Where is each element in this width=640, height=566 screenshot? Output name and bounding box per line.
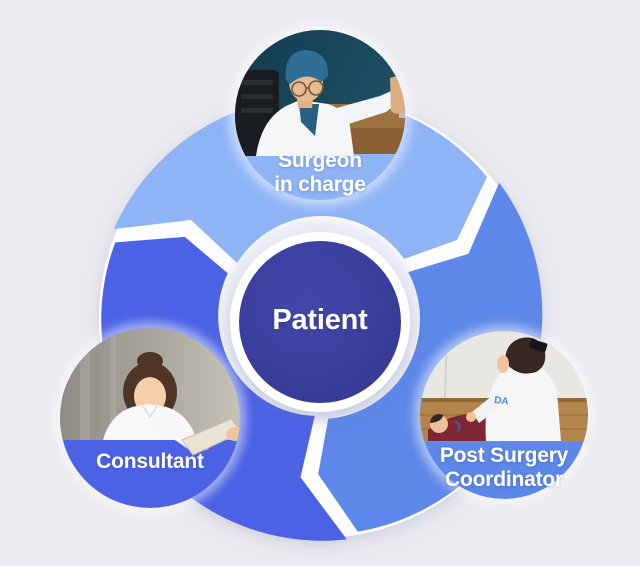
photo-wall-streak — [80, 328, 90, 440]
photo-nurse-hand — [466, 412, 476, 422]
photo-nurse-coat — [485, 361, 561, 441]
photo-hair-clip — [529, 339, 548, 352]
photo-white-coat — [256, 100, 354, 156]
photo-wall-streak — [110, 328, 116, 440]
photo-client-hand — [226, 427, 240, 441]
photo-scrub-top — [299, 104, 319, 136]
photo-chair-slat — [241, 94, 273, 99]
photo-hair-fringe — [132, 366, 168, 392]
photo-chair-slat — [241, 108, 273, 113]
photo-chair-slat — [241, 80, 273, 85]
patient-circle-disc — [239, 241, 401, 403]
photo-nurse-arm — [472, 392, 503, 423]
photo-scrub-cap — [285, 50, 329, 84]
photo-patient-hair — [430, 414, 443, 423]
center-ring-soft-shadow — [218, 220, 422, 424]
photo-monitor-wire — [454, 420, 461, 432]
photo-glasses — [291, 81, 307, 97]
photo-coat-badge-text: DA — [494, 395, 510, 407]
photo-hair-bun — [137, 352, 163, 370]
photo-nurse-face — [497, 355, 509, 373]
patient-center-circle — [230, 232, 410, 412]
photo-clipboard — [181, 418, 240, 456]
photo-collar — [142, 405, 158, 419]
